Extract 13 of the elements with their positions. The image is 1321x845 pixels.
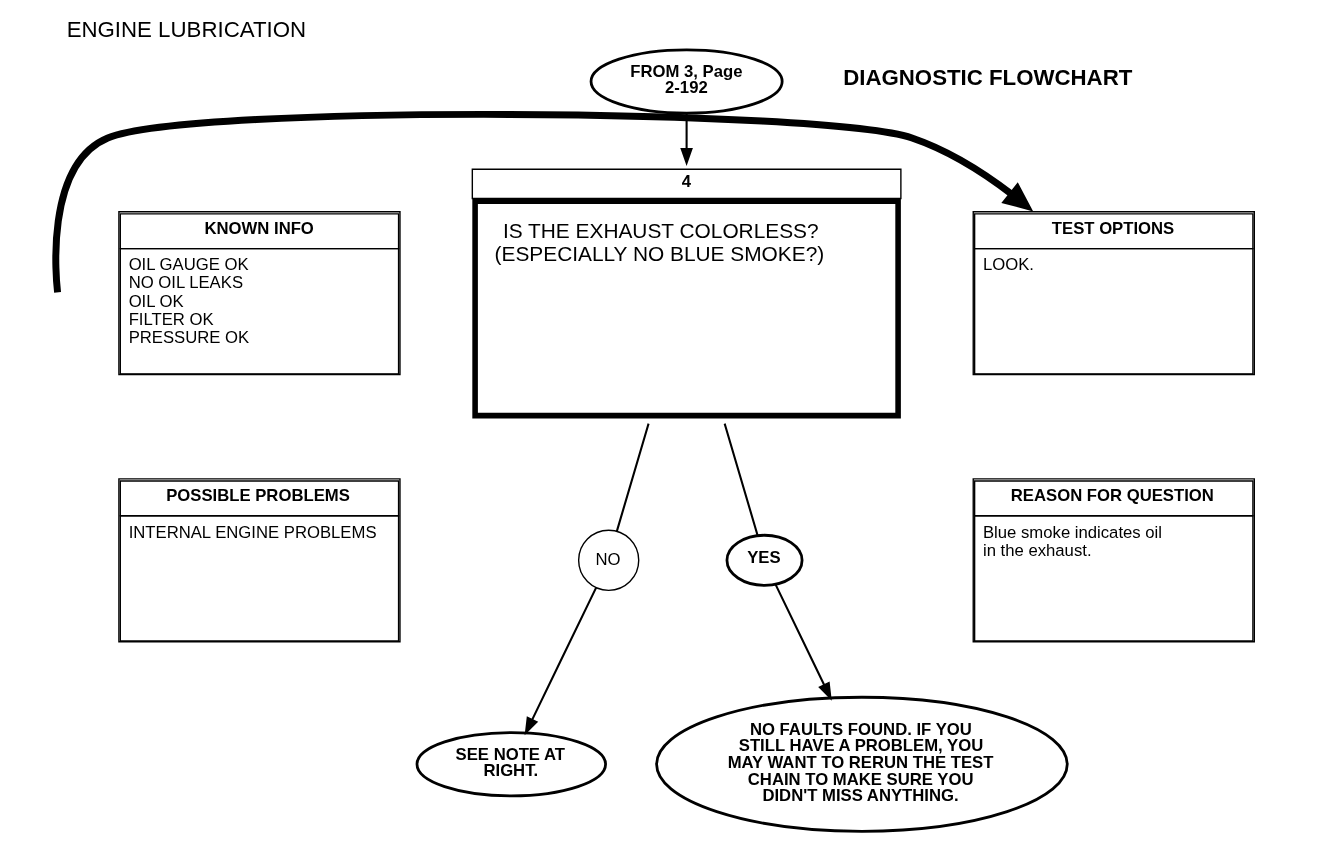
node-ellipse: SEE NOTE AT RIGHT. bbox=[415, 731, 607, 798]
label: DIAGNOSTIC FLOWCHART bbox=[843, 65, 1133, 91]
node-ellipse: NO FAULTS FOUND. IF YOU STILL HAVE A PROBLEM, YOU MAY WANT TO RERUN THE TEST CHAIN TO MAKE SURE YOU DIDN'T MISS ANYTHING. bbox=[655, 695, 1069, 833]
arrow bbox=[774, 583, 832, 701]
arrow bbox=[524, 587, 598, 736]
connector bbox=[615, 423, 650, 532]
connector bbox=[723, 423, 759, 536]
arrow bbox=[680, 113, 693, 167]
node-circle: NO bbox=[577, 529, 640, 592]
node-ellipse: YES bbox=[725, 533, 804, 587]
node-ellipse: FROM 3, Page 2-192 bbox=[589, 48, 784, 115]
diagram-title: ENGINE LUBRICATION bbox=[66, 17, 307, 43]
arrow bbox=[52, 110, 1034, 293]
